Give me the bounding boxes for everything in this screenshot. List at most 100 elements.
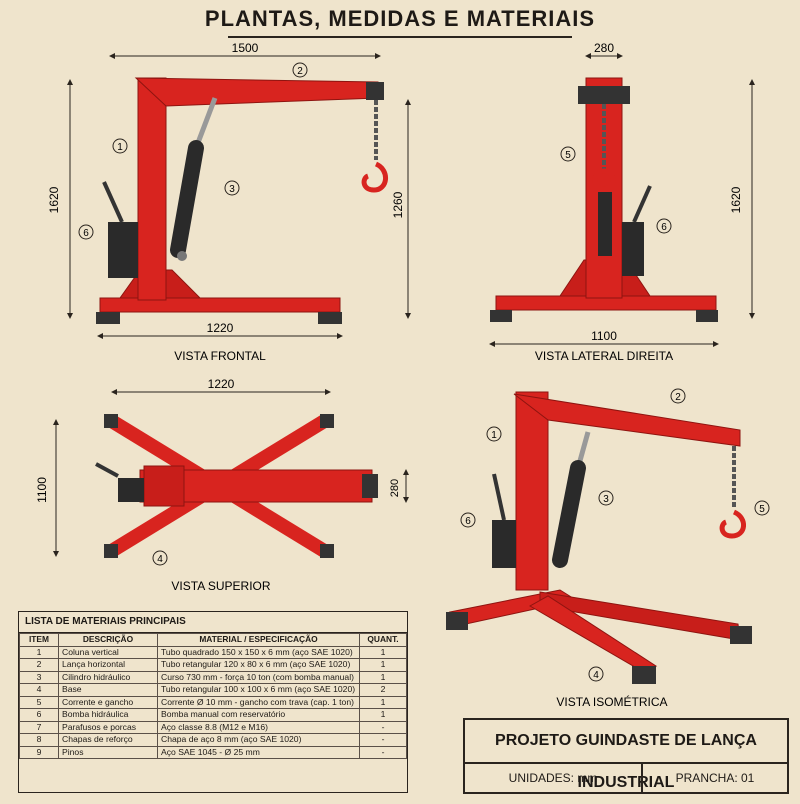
top-view-label: VISTA SUPERIOR — [171, 579, 270, 593]
bom-material: Tubo retangular 100 x 100 x 6 mm (aço SA… — [157, 683, 360, 697]
iso-callout-6-text: 6 — [465, 516, 471, 527]
iso-callout-1 — [486, 426, 502, 442]
bom-item: 6 — [19, 708, 59, 722]
front-column — [137, 77, 167, 301]
bom-description: Corrente e gancho — [58, 695, 158, 709]
iso-callout-5-text: 5 — [759, 504, 765, 515]
bom-material: Aço SAE 1045 - Ø 25 mm — [157, 745, 360, 759]
front-dim-top: 1500 — [232, 41, 259, 55]
top-pump-handle — [95, 462, 119, 478]
iso-boom — [513, 393, 741, 447]
iso-foot-1 — [446, 612, 468, 630]
side-view: 280 1620 1100 VISTA LATERAL DIREITA 5 6 — [489, 41, 755, 363]
top-view: 1220 1100 280 VISTA SUPERIOR 4 — [35, 377, 409, 593]
bom-col-item: ITEM — [19, 633, 59, 647]
bom-description: Bomba hidráulica — [58, 708, 158, 722]
bom-item: 8 — [19, 733, 59, 747]
iso-callout-4 — [588, 666, 604, 682]
iso-callout-2 — [670, 388, 686, 404]
bom-item: 1 — [19, 645, 59, 659]
iso-hook — [719, 509, 746, 539]
iso-callout-4-text: 4 — [593, 670, 599, 681]
bom-item: 5 — [19, 695, 59, 709]
bom-description: Pinos — [58, 745, 158, 759]
top-dim-left: 1100 — [35, 477, 49, 503]
side-view-label: VISTA LATERAL DIREITA — [535, 349, 673, 363]
side-foot-left — [490, 310, 512, 322]
bom-table: ITEM DESCRIÇÃO MATERIAL / ESPECIFICAÇÃO … — [19, 633, 407, 759]
front-callout-3 — [224, 180, 240, 196]
front-base-beam — [99, 297, 341, 313]
bom-item: 4 — [19, 683, 59, 697]
top-dim-top: 1220 — [208, 377, 235, 391]
bom-qty: 1 — [359, 670, 407, 684]
top-dim-right: 280 — [389, 479, 401, 497]
bom-description: Coluna vertical — [58, 645, 158, 659]
bom-qty: 1 — [359, 645, 407, 659]
front-callout-6-text: 6 — [83, 228, 89, 239]
bom-item: 3 — [19, 670, 59, 684]
bom-description: Chapas de reforço — [58, 733, 158, 747]
bom-item: 2 — [19, 658, 59, 672]
front-dim-left: 1620 — [47, 186, 61, 213]
title-block: PROJETO GUINDASTE DE LANÇA INDUSTRIAL UN… — [463, 718, 789, 794]
iso-column — [515, 391, 549, 591]
side-cylinder — [598, 192, 612, 256]
sheet-title: PLANTAS, MEDIDAS E MATERIAIS — [204, 6, 596, 31]
front-view-label: VISTA FRONTAL — [174, 349, 266, 363]
side-dim-right: 1620 — [729, 186, 743, 213]
bom-item: 9 — [19, 745, 59, 759]
project-title: PROJETO GUINDASTE DE LANÇA INDUSTRIAL — [465, 720, 787, 791]
front-dim-right: 1260 — [391, 191, 405, 218]
front-hook — [361, 161, 388, 193]
front-boom-end-cap — [366, 82, 384, 100]
sheet-number: PRANCHA: 01 — [675, 771, 755, 785]
front-pump-body — [108, 222, 138, 278]
iso-callout-3 — [598, 490, 614, 506]
front-callout-1 — [112, 138, 128, 154]
bom-heading: LISTA DE MATERIAIS PRINCIPAIS — [19, 612, 407, 633]
top-foot-1 — [104, 414, 118, 428]
top-pump — [118, 478, 144, 502]
front-view: 1500 1620 1260 1220 VISTA FRONTAL 1 2 3 … — [47, 41, 411, 363]
top-foot-3 — [104, 544, 118, 558]
iso-foot-3 — [632, 666, 656, 684]
iso-cylinder-body — [552, 460, 586, 568]
iso-pump-handle — [492, 473, 506, 521]
side-pump-handle — [632, 185, 652, 223]
front-callout-2 — [292, 62, 308, 78]
bom-material: Tubo retangular 120 x 80 x 6 mm (aço SAE… — [157, 658, 360, 672]
bom-qty: 2 — [359, 683, 407, 697]
bom-qty: - — [359, 745, 407, 759]
bom-description: Lança horizontal — [58, 658, 158, 672]
top-foot-2 — [320, 414, 334, 428]
iso-view: VISTA ISOMÉTRICA 1 2 3 4 5 6 — [446, 388, 770, 709]
front-dim-bottom: 1220 — [207, 321, 234, 335]
side-callout-6 — [656, 218, 672, 234]
front-callout-6 — [78, 224, 94, 240]
front-cylinder-pin — [177, 251, 187, 261]
bom-material: Chapa de aço 8 mm (aço SAE 1020) — [157, 733, 360, 747]
side-hook — [592, 168, 616, 192]
front-cylinder-rod — [193, 97, 218, 149]
bom-material: Tubo quadrado 150 x 150 x 6 mm (aço SAE … — [157, 645, 360, 659]
iso-pump-body — [492, 520, 516, 568]
front-cylinder-body — [170, 140, 204, 258]
bom-qty: - — [359, 733, 407, 747]
iso-callout-2-text: 2 — [675, 392, 681, 403]
iso-callout-1-text: 1 — [491, 430, 497, 441]
top-callout-4 — [152, 550, 168, 566]
side-dim-top: 280 — [594, 41, 614, 55]
top-foot-4 — [320, 544, 334, 558]
bom-material: Bomba manual com reservatório — [157, 708, 360, 722]
bom-col-description: DESCRIÇÃO — [58, 633, 158, 647]
top-column-plate — [143, 465, 185, 507]
iso-foot-2 — [730, 626, 752, 644]
